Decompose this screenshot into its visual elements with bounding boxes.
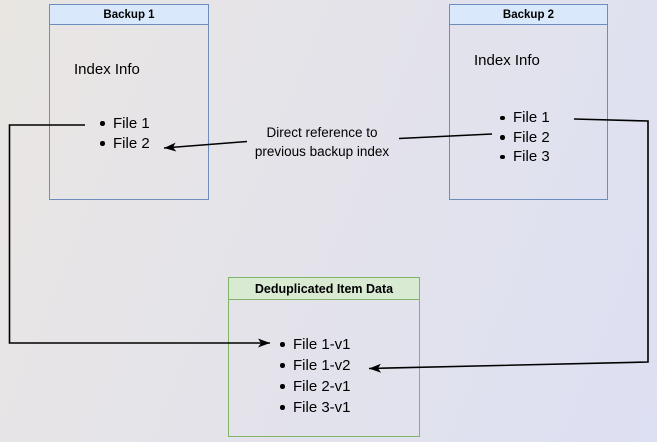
bullet-icon <box>500 135 505 140</box>
dedup-title: Deduplicated Item Data <box>254 281 394 296</box>
direct-reference-label-line2: previous backup index <box>254 144 390 159</box>
dedup-file-list: File 1-v1 File 1-v2 File 2-v1 File 3-v1 <box>280 334 351 418</box>
file-label: File 3-v1 <box>293 399 351 416</box>
list-item: File 3-v1 <box>280 397 351 418</box>
bullet-icon <box>500 154 505 159</box>
list-item: File 1-v1 <box>280 334 351 355</box>
backup2-box: Backup 2 <box>449 4 608 200</box>
file-label: File 1-v1 <box>293 336 351 353</box>
file-label: File 3 <box>513 148 550 166</box>
file-label: File 1 <box>513 109 550 127</box>
file-label: File 1 <box>113 115 150 132</box>
bullet-icon <box>500 115 505 120</box>
backup1-file-list: File 1 File 2 <box>100 114 150 154</box>
backup1-box: Backup 1 <box>49 4 209 200</box>
backup1-index-info-label: Index Info <box>74 61 140 78</box>
bullet-icon <box>280 405 285 410</box>
list-item: File 1 <box>500 108 550 128</box>
bullet-icon <box>100 121 105 126</box>
backup2-file-list: File 1 File 2 File 3 <box>500 108 550 167</box>
list-item: File 1 <box>100 114 150 134</box>
list-item: File 2-v1 <box>280 376 351 397</box>
file-label: File 2 <box>113 135 150 152</box>
backup1-title: Backup 1 <box>103 8 155 21</box>
list-item: File 2 <box>100 134 150 154</box>
list-item: File 1-v2 <box>280 355 351 376</box>
file-label: File 2 <box>513 128 550 146</box>
dedup-header: Deduplicated Item Data <box>229 278 419 300</box>
list-item: File 3 <box>500 147 550 167</box>
bullet-icon <box>100 141 105 146</box>
bullet-icon <box>280 342 285 347</box>
bullet-icon <box>280 384 285 389</box>
list-item: File 2 <box>500 128 550 148</box>
backup2-index-info-label: Index Info <box>474 52 540 69</box>
file-label: File 2-v1 <box>293 378 351 395</box>
bullet-icon <box>280 363 285 368</box>
file-label: File 1-v2 <box>293 357 351 374</box>
backup2-header: Backup 2 <box>450 5 607 25</box>
backup2-title: Backup 2 <box>502 8 555 21</box>
direct-reference-label: Direct reference to previous backup inde… <box>229 123 415 161</box>
backup1-header: Backup 1 <box>50 5 208 25</box>
direct-reference-label-line1: Direct reference to <box>266 125 378 140</box>
